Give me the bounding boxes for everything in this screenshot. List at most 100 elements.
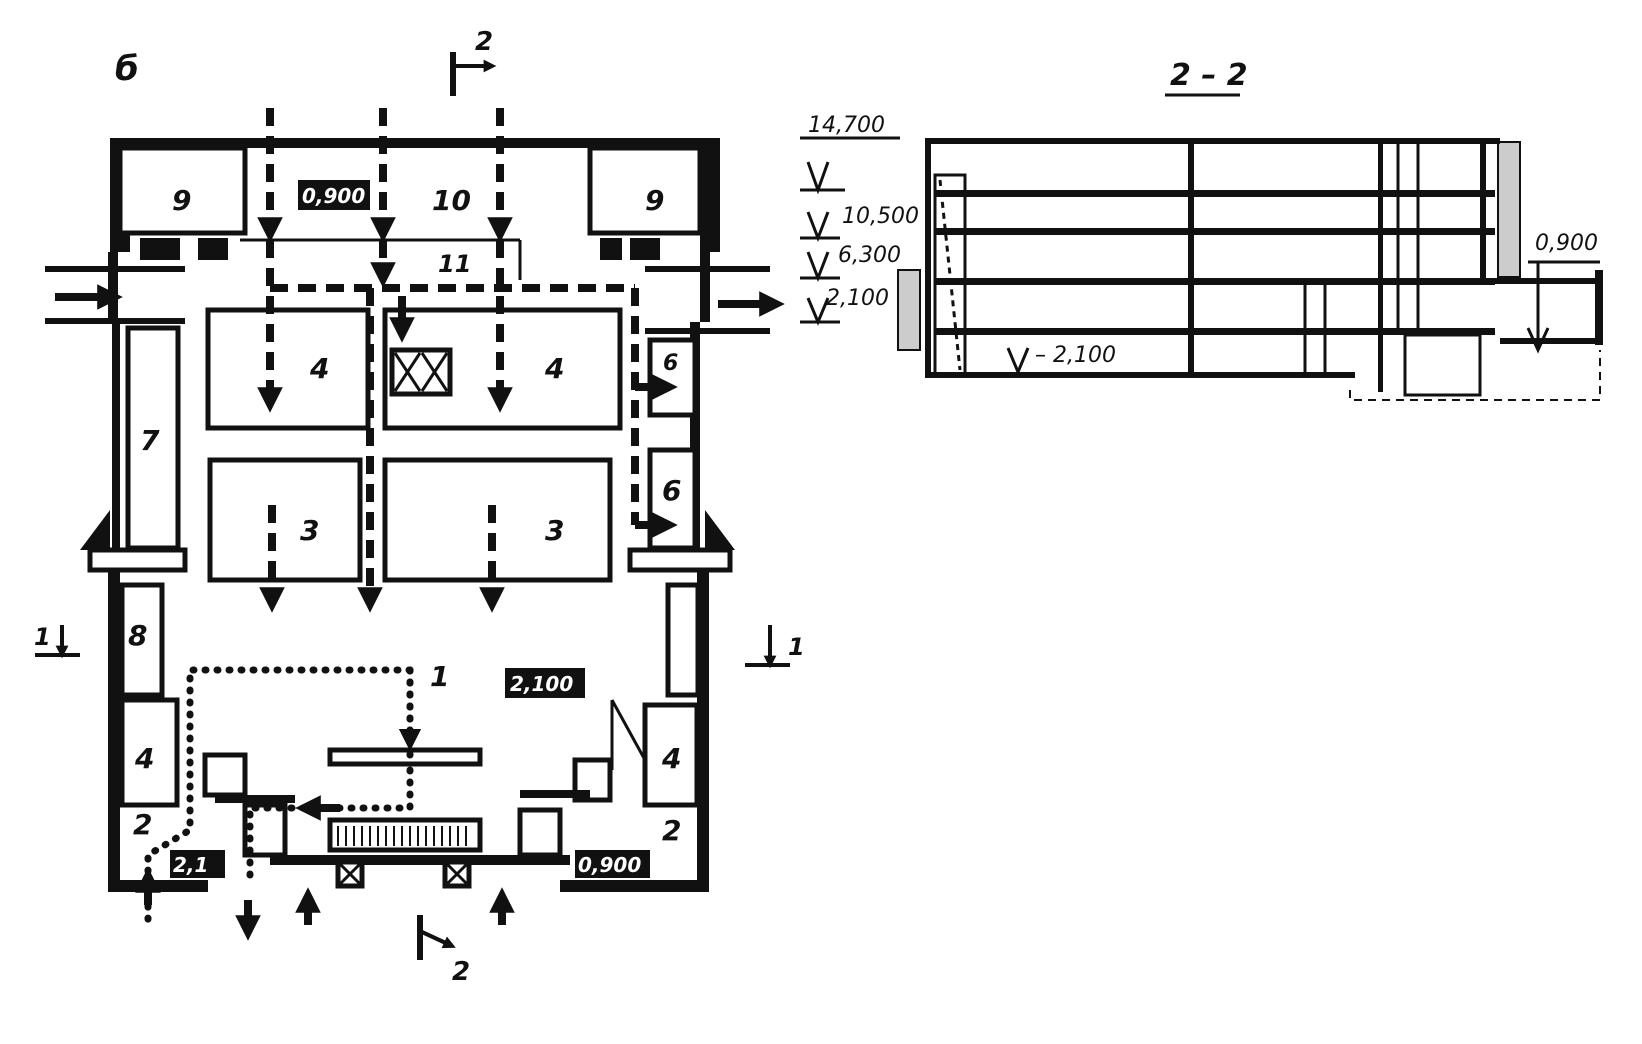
section-elevation-marks [800, 136, 1600, 376]
bottom-wall-mid [270, 855, 570, 865]
landing-right [627, 547, 733, 573]
section-marker-left-label: 1 [34, 623, 51, 651]
room-4-lower-left-label: 4 [134, 742, 154, 775]
floor-slab-4 [935, 328, 1495, 335]
floor-slab-3 [935, 278, 1495, 285]
right-passage-wall [645, 328, 770, 334]
room-7-label: 7 [140, 424, 160, 457]
plan-label: б [115, 49, 139, 89]
room-7 [125, 325, 181, 551]
room-4-lower-left [119, 697, 180, 808]
elevation-main-hall: 2,100 [510, 672, 573, 696]
extension-floor [1500, 338, 1603, 344]
room-8-label: 8 [128, 619, 147, 652]
room-3-left [207, 457, 363, 583]
column-cross [443, 860, 471, 888]
stair-wedge-left [80, 510, 110, 550]
right-wall [690, 322, 700, 562]
landing-left [87, 547, 188, 573]
room-4-lower-right-label: 4 [661, 742, 681, 775]
room-4-top-left-label: 4 [309, 352, 329, 385]
room-4-lower-right [642, 702, 700, 808]
floor-slab-2 [935, 228, 1495, 235]
column-cross [336, 860, 364, 888]
room-3-left-label: 3 [300, 514, 319, 547]
bottom-wall-right [560, 880, 709, 892]
room-9-left-label: 9 [172, 184, 191, 217]
section-elevation-minus-2100: – 2,100 [1035, 343, 1116, 368]
dashed-flow-routes [257, 108, 678, 613]
escalator-shaft [933, 173, 967, 377]
ramp-line [610, 699, 647, 761]
room-9-left [117, 145, 248, 236]
wall-segment [108, 252, 118, 322]
escalator [938, 179, 962, 371]
stair-wall [215, 795, 295, 803]
section-elevation-10500: 10,500 [842, 204, 919, 229]
extension-wall [1595, 270, 1603, 345]
room-9-right [587, 145, 703, 236]
section-marker-bottom-label: 2 [452, 957, 470, 987]
extension-slab [1420, 278, 1600, 284]
room-4-top-left [205, 307, 371, 431]
wall-segment [700, 252, 710, 322]
column [1480, 144, 1486, 284]
room-8 [119, 582, 165, 698]
section-2-2: 2 – 2 14,700 10,500 6,300 2,100 – 2,100 … [800, 58, 1603, 401]
lift-cross [420, 352, 449, 392]
section-roof [925, 138, 1500, 144]
section-title: 2 – 2 [1170, 58, 1248, 93]
elevation-entrance-right: 0,900 [578, 853, 641, 877]
room-2-right-label: 2 [662, 814, 681, 847]
ground-fill-left [897, 269, 921, 351]
stair-wedge-right [705, 510, 735, 550]
room-4-top-right-label: 4 [544, 352, 564, 385]
room-3-right [382, 457, 613, 583]
bottom-wall-left [108, 880, 208, 892]
room-1-label: 1 [430, 660, 449, 693]
stair-wall [520, 790, 590, 798]
stair-stub [140, 238, 180, 260]
room-10-label: 10 [432, 184, 471, 217]
section-marker-bottom-arrow [421, 930, 456, 949]
pit-outline [1403, 333, 1482, 397]
section-marker-top-label: 2 [475, 27, 493, 57]
side-room-right [665, 582, 701, 698]
floor-slab-1 [935, 190, 1495, 197]
left-outer-wall [108, 560, 120, 890]
room-6-lower-label: 6 [662, 474, 681, 507]
section-elevation-2100: 2,100 [826, 286, 889, 311]
dashed-outline [1349, 350, 1601, 401]
section-marker-right-label: 1 [788, 633, 805, 661]
elevation-badge [575, 850, 650, 878]
section-elevation-0900: 0,900 [1535, 231, 1598, 256]
left-passage-wall [45, 318, 185, 324]
turnstile-hatch [337, 826, 467, 846]
ground-fill-right [1497, 141, 1521, 278]
room-6-upper-label: 6 [663, 351, 678, 376]
room-11-label: 11 [438, 250, 471, 278]
stair-stub [630, 238, 660, 260]
stair-stub [600, 238, 622, 260]
left-wall [112, 322, 120, 562]
section-left-wall [925, 138, 931, 378]
lift-cross [393, 352, 422, 392]
left-passage-wall [45, 266, 185, 272]
section-base [925, 372, 1355, 378]
elevation-entrance-left: 2,1 [173, 853, 208, 877]
elevation-upper-hall: 0,900 [302, 184, 365, 208]
stair-block [572, 757, 613, 803]
lift-block [389, 347, 453, 397]
section-elevation-6300: 6,300 [838, 243, 901, 268]
stair-block [202, 752, 248, 798]
room-9-right-label: 9 [645, 184, 664, 217]
column [1378, 144, 1383, 392]
floor-plan: б 2 2 1 1 1 2 2 3 3 4 4 4 4 6 6 7 8 9 9 … [34, 27, 805, 987]
elevation-badge [298, 180, 370, 210]
right-passage-wall [645, 266, 770, 272]
room-3-right-label: 3 [545, 514, 564, 547]
stair-block [517, 807, 563, 858]
stair-stub [198, 238, 228, 260]
column [1188, 144, 1194, 378]
